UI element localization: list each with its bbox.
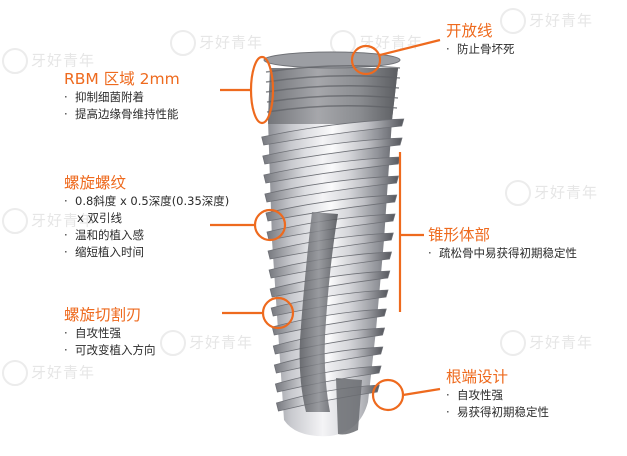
taper-title: 锥形体部: [428, 226, 491, 244]
list-item: ·易获得初期稳定性: [446, 405, 549, 419]
rbm-label: RBM 区域 2mm ·抑制细菌附着 ·提高边缘骨维持性能: [64, 70, 180, 123]
watermark: 牙好青年: [2, 360, 95, 386]
thread-flank: [265, 194, 398, 222]
watermark: 牙好青年: [2, 208, 95, 234]
apex-groove: [336, 378, 362, 435]
open-thread-title: 开放线: [446, 22, 493, 40]
watermark: 牙好青年: [500, 330, 593, 356]
thread-flank: [263, 156, 401, 184]
watermark-seal-icon: [2, 360, 28, 386]
cutting-title: 螺旋切割刃: [64, 306, 142, 324]
rbm-title: RBM 区域 2mm: [64, 70, 180, 88]
helix-label: 螺旋螺纹 ·0.8斜度 x 0.5深度(0.35深度) x 双引线 ·温和的植入…: [64, 174, 229, 261]
list-item: ·自攻性强: [446, 388, 503, 402]
apex-title: 根端设计: [446, 368, 509, 386]
watermark: 牙好青年: [505, 180, 598, 206]
rbm-marker-ellipse: [249, 55, 275, 125]
open-thread-marker: [350, 44, 382, 76]
watermark-seal-icon: [505, 180, 531, 206]
list-item: ·疏松骨中易获得初期稳定性: [428, 246, 577, 260]
watermark: 牙好青年: [170, 30, 263, 56]
list-item: ·可改变植入方向: [64, 343, 156, 357]
watermark-seal-icon: [500, 330, 526, 356]
open-thread-label: 开放线 ·防止骨坏死: [446, 22, 515, 58]
thread-flank: [262, 137, 403, 165]
watermark: 牙好青年: [2, 48, 95, 74]
list-item: ·温和的植入感: [64, 228, 144, 242]
list-item: ·自攻性强: [64, 326, 121, 340]
apex-label: 根端设计 ·自攻性强 ·易获得初期稳定性: [446, 368, 549, 421]
watermark-seal-icon: [160, 330, 186, 356]
open-thread-leader-line: [379, 38, 441, 57]
thread-flank: [264, 175, 400, 203]
watermark-seal-icon: [500, 8, 526, 34]
helix-title: 螺旋螺纹: [64, 174, 127, 192]
rbm-micro-threads: [265, 65, 401, 113]
thread-flank: [261, 118, 405, 146]
apex-marker: [371, 378, 405, 412]
list-item: ·抑制细菌附着: [64, 90, 144, 104]
watermark: 牙好青年: [500, 8, 593, 34]
apex-leader-line: [402, 387, 441, 397]
watermark: 牙好青年: [160, 330, 253, 356]
list-item: ·防止骨坏死: [446, 42, 515, 56]
cutting-label: 螺旋切割刃 ·自攻性强 ·可改变植入方向: [64, 306, 156, 359]
watermark-seal-icon: [2, 48, 28, 74]
implant-top-face: [263, 51, 401, 69]
watermark-seal-icon: [170, 30, 196, 56]
cutting-flute: [299, 212, 338, 412]
list-item: ·提高边缘骨维持性能: [64, 107, 179, 121]
annotation-marks: [210, 38, 441, 412]
taper-label: 锥形体部 ·疏松骨中易获得初期稳定性: [428, 226, 577, 262]
list-item-continuation: x 双引线: [77, 211, 122, 225]
list-item: ·缩短植入时间: [64, 245, 144, 259]
list-item: ·0.8斜度 x 0.5深度(0.35深度): [64, 194, 230, 208]
watermark-seal-icon: [2, 208, 28, 234]
